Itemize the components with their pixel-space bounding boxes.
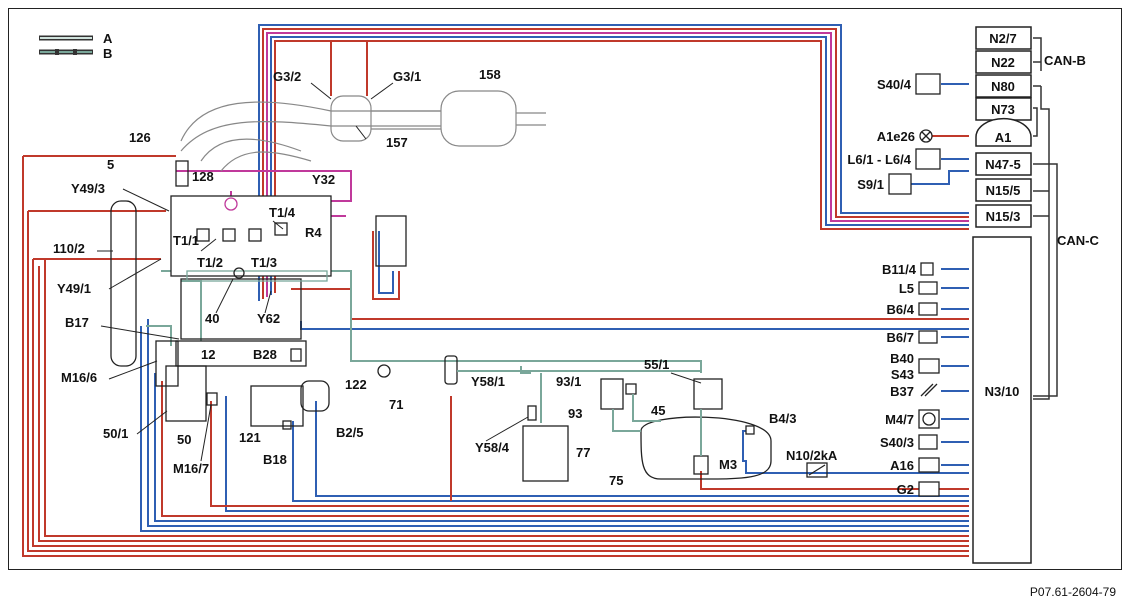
legend-a-label: A [103, 31, 113, 46]
label-y32: Y32 [312, 172, 335, 187]
label-y49-3: Y49/3 [71, 181, 105, 196]
label-55-1: 55/1 [644, 357, 669, 372]
label-b6-7: B6/7 [887, 330, 914, 345]
label-110-2: 110/2 [53, 241, 85, 256]
module-n22-label: N22 [991, 55, 1015, 70]
component-labels: G3/2 G3/1 158 157 126 5 Y49/3 128 Y32 T1… [53, 67, 838, 488]
label-40: 40 [205, 311, 219, 326]
label-71: 71 [389, 397, 403, 412]
module-n15-5: N15/5 [975, 178, 1032, 202]
label-77: 77 [576, 445, 590, 460]
label-a1e26: A1e26 [877, 129, 915, 144]
label-b2-5: B2/5 [336, 425, 363, 440]
module-n73-label: N73 [991, 102, 1015, 117]
module-n80-label: N80 [991, 79, 1015, 94]
label-b28: B28 [253, 347, 277, 362]
label-126: 126 [129, 130, 151, 145]
label-t1-1: T1/1 [173, 233, 199, 248]
label-122: 122 [345, 377, 367, 392]
module-n73: N73 [975, 97, 1032, 121]
figure-code: P07.61-2604-79 [1029, 585, 1116, 599]
label-y49-1: Y49/1 [57, 281, 91, 296]
label-b11-4: B11/4 [882, 262, 917, 277]
label-a16: A16 [890, 458, 914, 473]
module-n3-10: N3/10 [972, 236, 1032, 564]
modules: N2/7 N22 N80 N73 A1 N47-5 N15/5 N15/3 [972, 26, 1032, 564]
label-y58-4: Y58/4 [475, 440, 510, 455]
label-m4-7: M4/7 [885, 412, 914, 427]
label-r4: R4 [305, 225, 322, 240]
label-158: 158 [479, 67, 501, 82]
engine-block [110, 160, 407, 430]
label-y58-1: Y58/1 [471, 374, 505, 389]
label-m16-7: M16/7 [173, 461, 209, 476]
label-l5: L5 [899, 281, 914, 296]
label-can-b: CAN-B [1044, 53, 1086, 68]
label-75: 75 [609, 473, 623, 488]
wiring-diagram: A B [22, 24, 1099, 564]
legend-b-label: B [103, 46, 112, 61]
label-121: 121 [239, 430, 261, 445]
label-n10-2ka: N10/2kA [786, 448, 838, 463]
label-12: 12 [201, 347, 215, 362]
module-n3-10-label: N3/10 [985, 384, 1020, 399]
module-n15-3: N15/3 [975, 204, 1032, 228]
label-128: 128 [192, 169, 214, 184]
label-93-1: 93/1 [556, 374, 581, 389]
label-t1-2: T1/2 [197, 255, 223, 270]
label-b18: B18 [263, 452, 287, 467]
label-b40: B40 [890, 351, 914, 366]
label-g3-2: G3/2 [273, 69, 301, 84]
legend-line-b [39, 49, 93, 55]
label-m16-6: M16/6 [61, 370, 97, 385]
module-n2-7-label: N2/7 [989, 31, 1016, 46]
label-b4-3: B4/3 [769, 411, 796, 426]
label-t1-3: T1/3 [251, 255, 277, 270]
module-n22: N22 [975, 50, 1032, 74]
label-s40-4: S40/4 [877, 77, 912, 92]
module-n80: N80 [975, 74, 1032, 98]
side-components [888, 73, 941, 497]
label-b37: B37 [890, 384, 914, 399]
label-50-1: 50/1 [103, 426, 128, 441]
module-a1-label: A1 [995, 130, 1012, 145]
label-93: 93 [568, 406, 582, 421]
module-n15-5-label: N15/5 [986, 183, 1021, 198]
label-b17: B17 [65, 315, 89, 330]
label-50: 50 [177, 432, 191, 447]
label-b6-4: B6/4 [887, 302, 915, 317]
can-bus-lines [1033, 37, 1058, 400]
label-y62: Y62 [257, 311, 280, 326]
module-n47-5-label: N47-5 [985, 157, 1020, 172]
label-g3-1: G3/1 [393, 69, 421, 84]
wire-bundles [22, 24, 969, 557]
label-5: 5 [107, 157, 114, 172]
label-s40-3: S40/3 [880, 435, 914, 450]
label-s9-1: S9/1 [857, 177, 884, 192]
label-m3: M3 [719, 457, 737, 472]
legend: A B [39, 31, 113, 61]
label-157: 157 [386, 135, 408, 150]
n3-input-lines [911, 83, 969, 490]
module-n47-5: N47-5 [975, 152, 1032, 176]
diagram-frame: A B [8, 8, 1122, 570]
module-n15-3-label: N15/3 [986, 209, 1021, 224]
module-n2-7: N2/7 [975, 26, 1032, 50]
label-t1-4: T1/4 [269, 205, 296, 220]
fuel-system [444, 355, 828, 482]
module-a1: A1 [975, 117, 1032, 147]
label-l6: L6/1 - L6/4 [847, 152, 911, 167]
label-s43: S43 [891, 367, 914, 382]
leader-lines [97, 82, 702, 462]
label-45: 45 [651, 403, 665, 418]
exhaust-system [180, 90, 546, 172]
label-can-c: CAN-C [1057, 233, 1099, 248]
side-labels: S40/4 A1e26 L6/1 - L6/4 S9/1 B11/4 L5 B6… [847, 53, 1099, 497]
label-g2: G2 [897, 482, 914, 497]
